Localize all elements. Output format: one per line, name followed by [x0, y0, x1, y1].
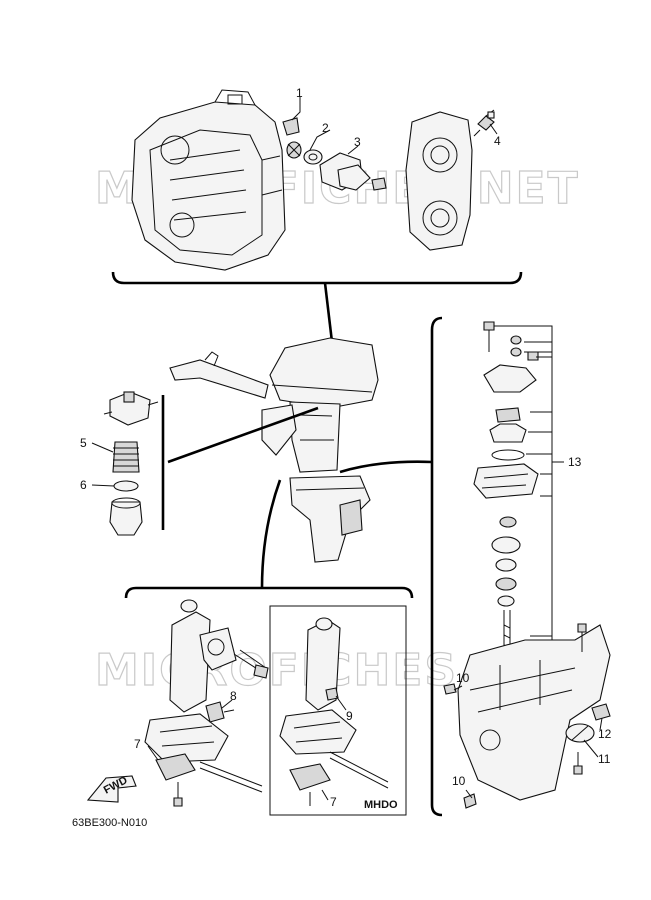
callout-7-left: 7 [134, 737, 141, 751]
outboard-motor [169, 337, 379, 563]
callout-3: 3 [354, 135, 361, 149]
callout-5: 5 [80, 436, 87, 450]
tilt-rod [199, 761, 263, 787]
part-9-pin [325, 687, 339, 701]
callout-10-upper: 10 [456, 671, 470, 685]
cylinder-head [405, 111, 473, 251]
callout-10-lower: 10 [452, 774, 466, 788]
diagram-code: 63BE300-N010 [72, 817, 147, 829]
pump-gasket [473, 463, 539, 499]
mhdo-inset: 9 7 MHDO [269, 605, 407, 816]
part-2-thermostat [286, 141, 323, 165]
part-8-clamp [205, 701, 225, 723]
pump-bolts [483, 321, 539, 361]
callout-13: 13 [568, 455, 582, 469]
callout-12: 12 [598, 727, 612, 741]
pump-housing [483, 364, 537, 393]
left-parts-group: 5 6 [80, 391, 159, 536]
part-4-sensor [473, 109, 495, 137]
callout-2: 2 [322, 121, 329, 135]
part-7-pad-right [289, 763, 331, 791]
part-7-pad-left [155, 753, 196, 781]
mhdo-label: MHDO [364, 799, 398, 811]
part-12-block [591, 703, 611, 721]
fuel-fitting [109, 497, 143, 536]
impeller [489, 423, 527, 443]
callout-9: 9 [346, 709, 353, 723]
tilt-group: 8 7 FWD 63BE300-N010 [72, 599, 269, 829]
part-5-spring [112, 441, 140, 473]
callout-1: 1 [296, 86, 303, 100]
fuel-connector [103, 391, 159, 426]
gearcase-group: 10 10 11 12 [443, 623, 612, 809]
powerhead-group: 1 2 3 4 [131, 86, 501, 271]
callout-4: 4 [494, 134, 501, 148]
callout-11: 11 [598, 752, 611, 766]
callout-8: 8 [230, 689, 237, 703]
part-3-cover [319, 152, 387, 191]
callout-6: 6 [80, 478, 87, 492]
tilt-cylinder [169, 611, 211, 713]
engine-block [131, 89, 286, 271]
part-1-bracket [282, 117, 300, 136]
tilt-bracket [144, 713, 229, 763]
fwd-arrow: FWD [86, 774, 137, 803]
part-6-oring [113, 480, 139, 492]
pump-oring [491, 449, 525, 461]
callout-7-right: 7 [330, 795, 337, 809]
